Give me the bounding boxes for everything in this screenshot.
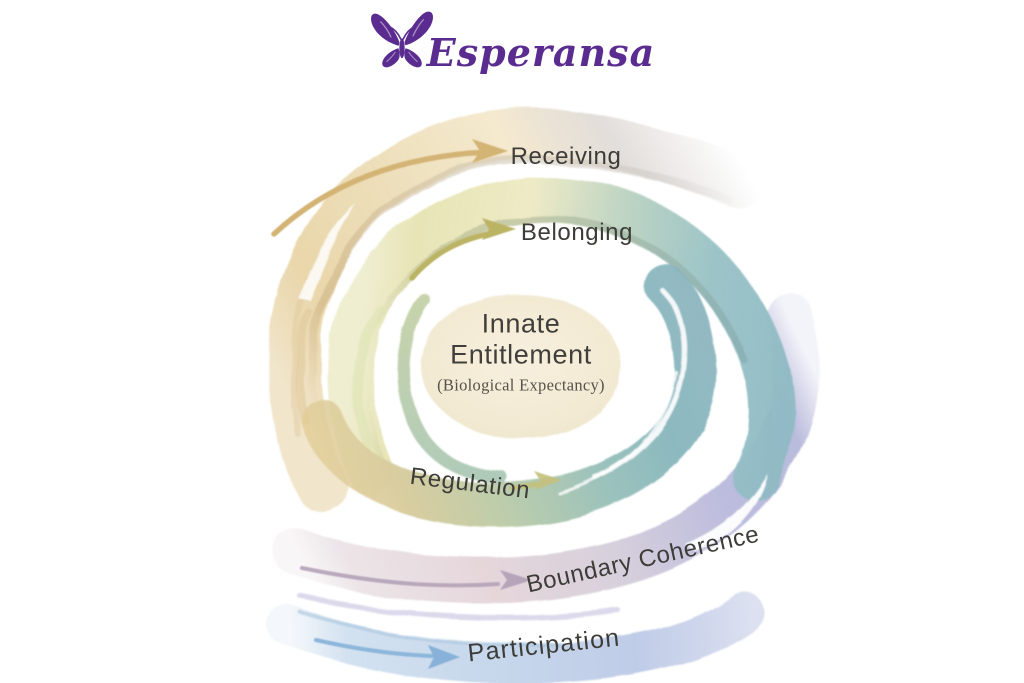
label-belonging: Belonging <box>520 219 634 246</box>
butterfly-icon <box>370 11 433 68</box>
core-title-line1: Innate <box>481 308 561 339</box>
band-belonging <box>327 177 795 501</box>
core-text: Innate Entitlement (Biological Expectanc… <box>437 309 605 396</box>
band-participation <box>266 592 764 683</box>
core-title-line2: Entitlement <box>450 339 592 370</box>
core-oval <box>421 294 621 438</box>
belonging-arrow-icon <box>409 218 516 281</box>
regulation-arrow-icon <box>509 471 562 491</box>
receiving-arrow-icon <box>271 139 508 237</box>
brand-name: Esperansa <box>426 30 656 75</box>
logo: Esperansa <box>0 8 1024 75</box>
band-regulation <box>301 265 717 526</box>
spiral-bands <box>266 107 820 683</box>
label-receiving: Receiving <box>510 143 622 170</box>
band-boundary-coherence <box>273 293 820 604</box>
participation-arrow-icon <box>314 638 460 669</box>
flow-arrows <box>271 139 562 669</box>
boundary-coherence-arrow-icon <box>300 566 532 590</box>
core-subtitle: (Biological Expectancy) <box>437 375 605 395</box>
